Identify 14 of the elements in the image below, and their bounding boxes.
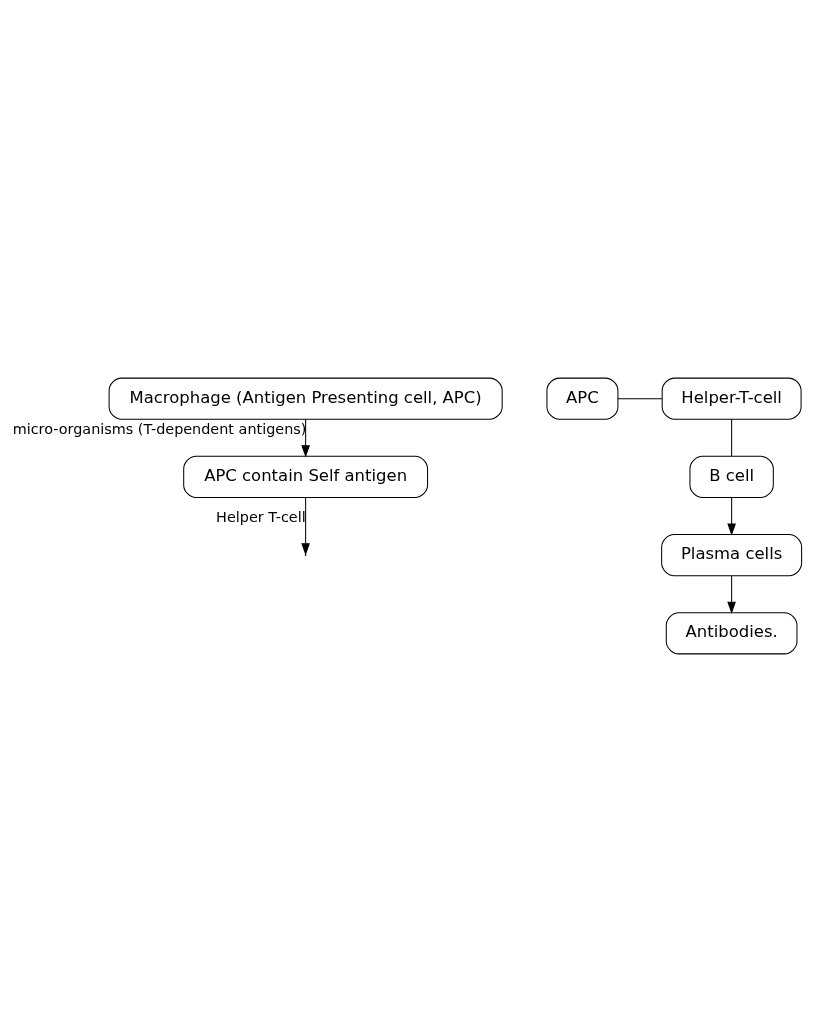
connector [617,398,663,400]
node-box: B cell [689,455,774,498]
edge-label: micro-organisms (T-dependent antigens) [12,420,307,437]
arrow [301,418,310,458]
arrow [727,575,736,615]
arrow [727,497,736,536]
connector [731,418,733,457]
node-box: Antibodies. [665,612,798,655]
node-box: Plasma cells [661,534,803,577]
node-box: Macrophage (Antigen Presenting cell, APC) [108,377,503,420]
node-box: Helper-T-cell [661,377,802,420]
edge-label: Helper T-cell [216,508,306,525]
node-box: APC [546,377,619,420]
node-box: APC contain Self antigen [183,455,429,498]
